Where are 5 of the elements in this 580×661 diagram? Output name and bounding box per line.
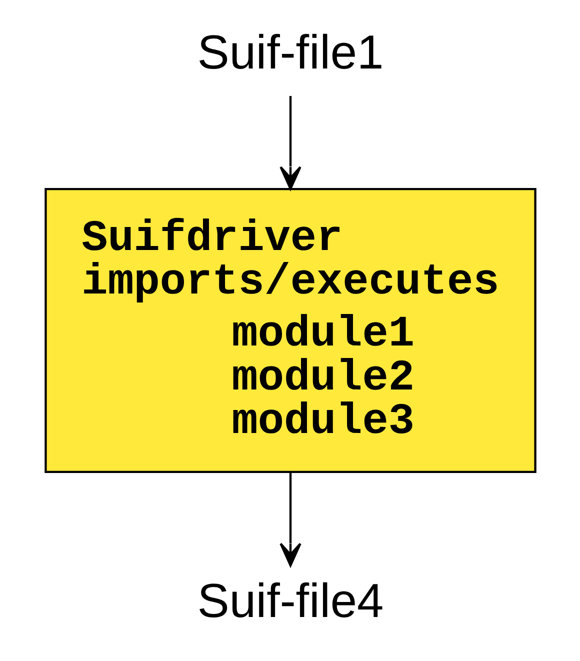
arrow	[279, 96, 301, 190]
arrow	[279, 472, 301, 567]
node-box: Suifdriver imports/executes module1 module2 module3	[44, 188, 536, 474]
node-text: Suif-file4	[196, 574, 384, 628]
node-text: Suif-file1	[196, 26, 384, 80]
